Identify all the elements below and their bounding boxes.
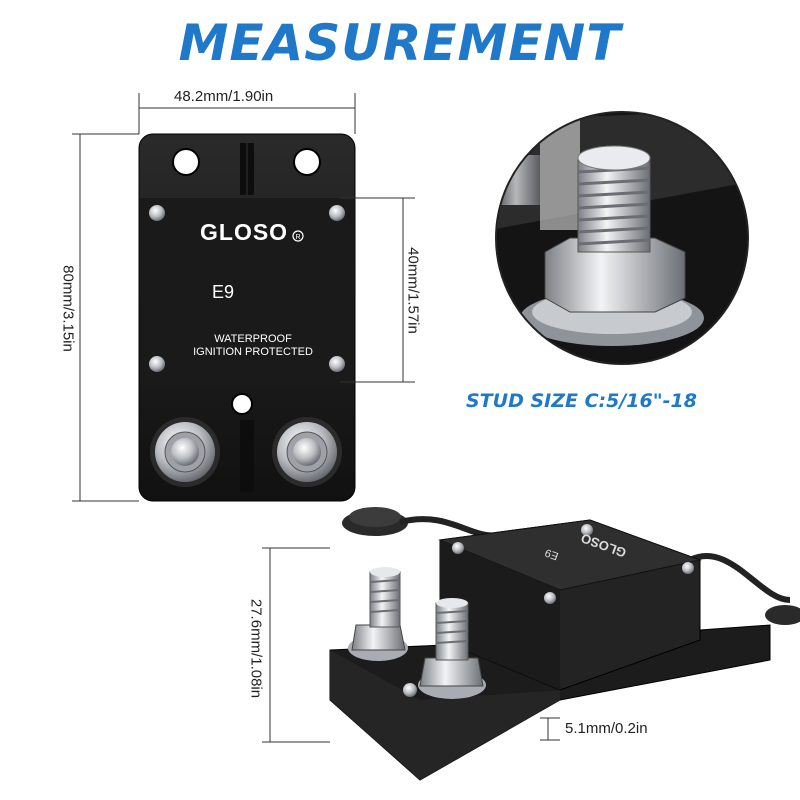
- breaker-front-view: R: [138, 133, 356, 502]
- ignition-label: IGNITION PROTECTED: [193, 346, 313, 358]
- hole-spacing-dimension: 40mm/1.57in: [404, 247, 422, 334]
- waterproof-label: WATERPROOF: [214, 333, 292, 345]
- mount-hole-top-right: [293, 148, 321, 176]
- stud-zoom-view: [495, 111, 749, 365]
- height-dimension: 80mm/3.15in: [59, 265, 77, 352]
- width-dimension: 48.2mm/1.90in: [174, 88, 274, 105]
- depth-dimension: 27.6mm/1.08in: [247, 598, 265, 699]
- screw-icon: [149, 356, 165, 372]
- svg-text:R: R: [295, 234, 300, 241]
- mount-hole-bottom: [231, 393, 253, 415]
- dimension-lines: [72, 93, 560, 743]
- brand-label: GLOSO: [200, 219, 289, 245]
- mount-hole-top-left: [172, 148, 200, 176]
- screw-icon: [149, 205, 165, 221]
- screw-icon: [329, 205, 345, 221]
- terminal-stud-right: [272, 417, 342, 487]
- model-label: E9: [212, 282, 235, 302]
- base-thickness-dimension: 5.1mm/0.2in: [565, 720, 648, 737]
- page-title: MEASUREMENT: [178, 14, 622, 72]
- breaker-side-view: [329, 507, 800, 781]
- stud-size-label: STUD SIZE C:5/16"-18: [466, 390, 697, 412]
- terminal-stud-left: [150, 417, 220, 487]
- screw-icon: [329, 356, 345, 372]
